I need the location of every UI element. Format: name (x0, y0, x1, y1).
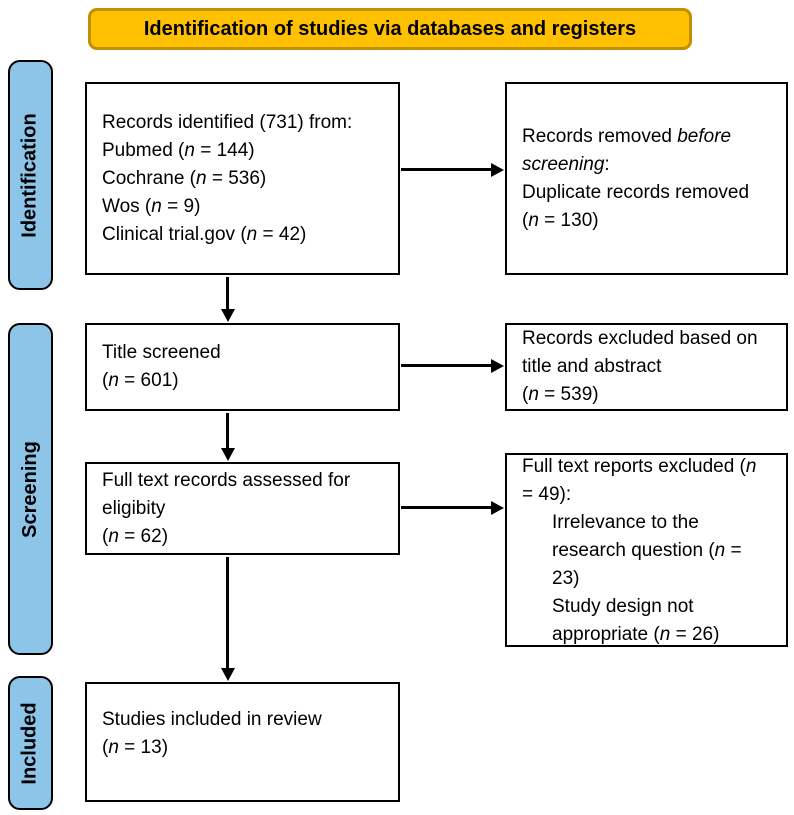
banner: Identification of studies via databases … (88, 8, 692, 50)
box-studies-included: Studies included in review (n = 13) (85, 682, 400, 802)
arrow-shaft (401, 506, 491, 509)
stage-label-text: Identification (19, 112, 42, 238)
stage-label-text: Included (19, 701, 42, 785)
text-line: Full text reports excluded (n = 49): (522, 456, 757, 505)
text-line: Cochrane (n = 536) (102, 167, 267, 189)
box-title-screened: Title screened (n = 601) (85, 323, 400, 411)
text-line: Records excluded based on title and abst… (522, 328, 758, 377)
arrow-shaft (226, 557, 229, 668)
text-line: Studies included in review (102, 709, 322, 730)
arrow-head (220, 309, 235, 322)
arrow-down-icon (220, 557, 235, 681)
banner-title: Identification of studies via databases … (143, 17, 637, 40)
text-line: Irrelevance to the research question (n … (552, 512, 742, 589)
stage-label-included: Included (8, 676, 53, 810)
box-records-removed-before-screening: Records removed before screening: Duplica… (505, 82, 788, 275)
text-line: (n = 62) (102, 525, 169, 547)
box-records-identified: Records identified (731) from: Pubmed (n … (85, 82, 400, 275)
arrow-shaft (226, 277, 229, 309)
text-line: Duplicate records removed (n = 130) (522, 181, 750, 231)
arrow-shaft (401, 364, 491, 367)
arrow-shaft (226, 413, 229, 448)
text-line: Wos (n = 9) (102, 195, 201, 217)
arrow-head (491, 358, 504, 373)
text-line: (n = 13) (102, 737, 169, 758)
arrow-head (491, 162, 504, 177)
stage-label-identification: Identification (8, 60, 53, 290)
text-line: Pubmed (n = 144) (102, 139, 255, 161)
text-line: Clinical trial.gov (n = 42) (102, 223, 307, 245)
arrow-right-icon (401, 358, 504, 373)
text-line: Records removed before screening: (522, 125, 732, 175)
arrow-shaft (401, 168, 491, 171)
text-line: (n = 539) (522, 384, 599, 405)
text-line: (n = 601) (102, 370, 179, 391)
arrow-head (220, 668, 235, 681)
arrow-down-icon (220, 413, 235, 461)
box-full-text-excluded: Full text reports excluded (n = 49): Irre… (505, 453, 788, 647)
box-full-text-assessed: Full text records assessed for eligibity… (85, 462, 400, 555)
arrow-head (491, 500, 504, 515)
box-records-excluded-title-abstract: Records excluded based on title and abst… (505, 323, 788, 411)
text-line: Full text records assessed for eligibity (102, 469, 351, 519)
stage-label-text: Screening (19, 440, 42, 538)
text-line: Records identified (731) from: (102, 111, 353, 133)
text-line: Study design not appropriate (n = 26) (552, 596, 720, 645)
arrow-right-icon (401, 500, 504, 515)
arrow-down-icon (220, 277, 235, 322)
arrow-right-icon (401, 162, 504, 177)
arrow-head (220, 448, 235, 461)
text-line: Title screened (102, 342, 221, 363)
stage-label-screening: Screening (8, 323, 53, 655)
